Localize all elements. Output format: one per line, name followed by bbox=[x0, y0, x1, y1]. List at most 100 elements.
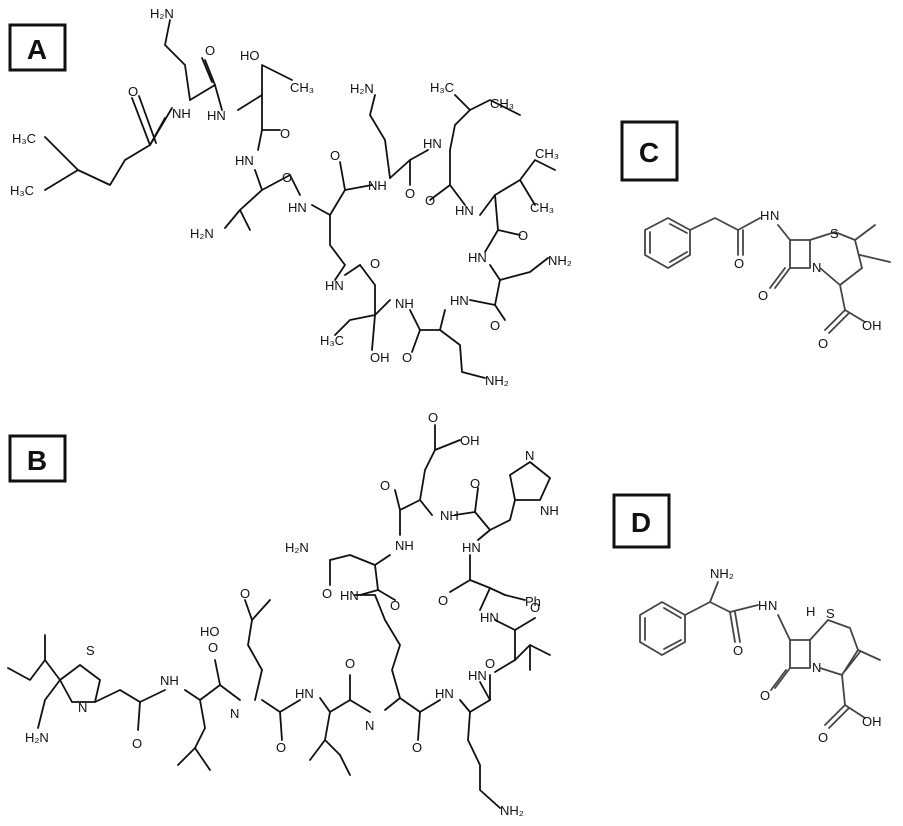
b-nh-2: NH bbox=[540, 503, 559, 518]
a-o-1: O bbox=[128, 84, 138, 99]
a-ch3-1: CH₃ bbox=[290, 80, 314, 95]
a-ch3-4: CH₃ bbox=[530, 200, 554, 215]
a-nh2-1: NH₂ bbox=[548, 253, 572, 268]
b-h2n-2: H₂N bbox=[285, 540, 309, 555]
a-nh-2: NH bbox=[368, 178, 387, 193]
b-o-6: O bbox=[412, 740, 422, 755]
b-o-1: O bbox=[132, 736, 142, 751]
b-o-13: O bbox=[322, 586, 332, 601]
b-o-9: O bbox=[438, 593, 448, 608]
b-o-3: O bbox=[240, 586, 250, 601]
b-o-7: O bbox=[485, 656, 495, 671]
b-n-2: N bbox=[230, 706, 239, 721]
b-nh-4: NH bbox=[395, 538, 414, 553]
a-nh-1: NH bbox=[172, 106, 191, 121]
a-hn-3: HN bbox=[288, 200, 307, 215]
b-hn-2: HN bbox=[340, 588, 359, 603]
c-s-1: S bbox=[830, 226, 839, 241]
panel-c-letter: C bbox=[639, 137, 659, 168]
panel-label-d: D bbox=[612, 493, 671, 549]
b-oh-1: OH bbox=[460, 433, 480, 448]
b-nh2-1: NH₂ bbox=[500, 803, 524, 818]
a-nh-3: NH bbox=[395, 296, 414, 311]
a-o-10: O bbox=[402, 350, 412, 365]
c-o-3: O bbox=[818, 336, 828, 351]
b-n-3: N bbox=[365, 718, 374, 733]
b-o-10: O bbox=[470, 476, 480, 491]
c-h-1: H bbox=[760, 208, 769, 223]
b-o-8: O bbox=[530, 600, 540, 615]
b-o-12: O bbox=[380, 478, 390, 493]
b-hn-5: HN bbox=[480, 610, 499, 625]
a-o-3: O bbox=[280, 126, 290, 141]
c-o-2: O bbox=[758, 288, 768, 303]
d-h-2: H bbox=[806, 604, 815, 619]
b-s-1: S bbox=[86, 643, 95, 658]
d-s-1: S bbox=[826, 606, 835, 621]
structure-c: O H N O N S O OH bbox=[644, 208, 891, 351]
a-ch3-3: CH₃ bbox=[535, 146, 559, 161]
a-h3c-3: H₃C bbox=[430, 80, 454, 95]
d-h-1: H bbox=[758, 598, 767, 613]
panel-a-letter: A bbox=[27, 34, 47, 65]
b-ho-1: HO bbox=[200, 624, 220, 639]
a-o-4: O bbox=[282, 170, 292, 185]
a-hn-4: HN bbox=[325, 278, 344, 293]
a-h3c-4: H₃C bbox=[320, 333, 344, 348]
a-o-7: O bbox=[425, 193, 435, 208]
a-hn-1: HN bbox=[207, 108, 226, 123]
b-h2n-1: H₂N bbox=[25, 730, 49, 745]
d-n-1: N bbox=[768, 598, 777, 613]
a-h3c-1: H₃C bbox=[10, 183, 34, 198]
a-ch3-2: CH₃ bbox=[490, 96, 514, 111]
b-o-11: O bbox=[428, 410, 438, 425]
a-h3c-2: H₃C bbox=[12, 131, 36, 146]
d-o-1: O bbox=[733, 643, 743, 658]
panel-label-c: C bbox=[620, 120, 679, 182]
a-nh2-2: NH₂ bbox=[485, 373, 509, 388]
a-o-11: O bbox=[370, 256, 380, 271]
a-o-9: O bbox=[490, 318, 500, 333]
a-hn-5: HN bbox=[423, 136, 442, 151]
d-oh-1: OH bbox=[862, 714, 882, 729]
d-o-3: O bbox=[818, 730, 828, 745]
c-n-1: N bbox=[770, 208, 779, 223]
b-o-14: O bbox=[390, 598, 400, 613]
structure-b: H₂N S N O NH O N HO O O HN O N HN bbox=[7, 410, 559, 818]
b-n-1: N bbox=[78, 700, 87, 715]
a-hn-7: HN bbox=[468, 250, 487, 265]
panel-d-letter: D bbox=[631, 507, 651, 538]
d-o-2: O bbox=[760, 688, 770, 703]
b-n-4: N bbox=[525, 448, 534, 463]
b-nh-3: NH bbox=[440, 508, 459, 523]
b-o-5: O bbox=[345, 656, 355, 671]
a-hn-8: HN bbox=[450, 293, 469, 308]
structure-d: NH₂ O H N O N H S O OH bbox=[639, 566, 882, 745]
c-oh-1: OH bbox=[862, 318, 882, 333]
b-o-2: O bbox=[208, 640, 218, 655]
b-hn-1: HN bbox=[295, 686, 314, 701]
b-hn-3: HN bbox=[435, 686, 454, 701]
d-nh2-1: NH₂ bbox=[710, 566, 734, 581]
a-o-8: O bbox=[518, 228, 528, 243]
a-hn-2: HN bbox=[235, 153, 254, 168]
a-h2n-1: H₂N bbox=[150, 6, 174, 21]
structure-a: O H₃C H₃C NH H₂N O HN HO CH₃ O HN H₂N O … bbox=[10, 6, 572, 388]
a-hn-6: HN bbox=[455, 203, 474, 218]
panel-b-letter: B bbox=[27, 445, 47, 476]
a-oh-1: OH bbox=[370, 350, 390, 365]
a-ho-1: HO bbox=[240, 48, 260, 63]
a-h2n-2: H₂N bbox=[190, 226, 214, 241]
panel-label-a: A bbox=[8, 23, 67, 72]
a-h2n-3: H₂N bbox=[350, 81, 374, 96]
b-hn-6: HN bbox=[462, 540, 481, 555]
b-hn-4: HN bbox=[468, 668, 487, 683]
panel-label-b: B bbox=[8, 434, 67, 483]
c-n-2: N bbox=[812, 260, 821, 275]
b-ph-1: Ph bbox=[525, 594, 541, 609]
d-n-2: N bbox=[812, 660, 821, 675]
a-o-2: O bbox=[205, 43, 215, 58]
a-o-5: O bbox=[330, 148, 340, 163]
